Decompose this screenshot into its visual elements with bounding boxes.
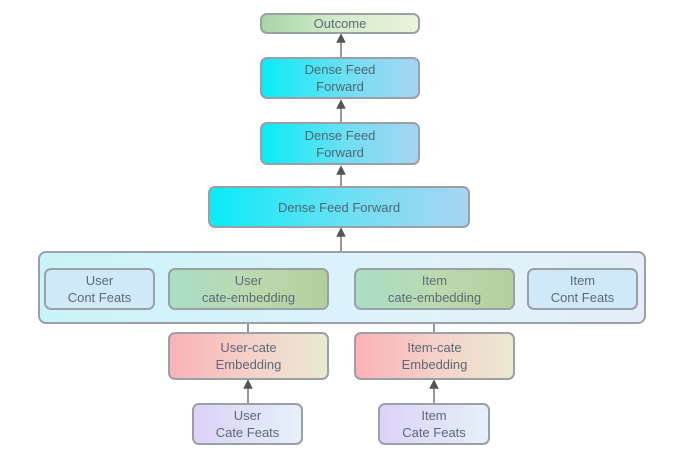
dense-feed-forward-wide-label: Dense Feed Forward [277,199,401,215]
outcome-node: Outcome [260,13,420,34]
item-cont-feats-label: Item Cont Feats [550,273,615,305]
outcome-label: Outcome [313,16,367,31]
user-cate-embedding-node: User cate-embedding [168,268,329,310]
item-cont-feats-node: Item Cont Feats [527,268,638,310]
user-cate-embedding-label: User cate-embedding [201,273,296,305]
dense-feed-forward-middle-node: Dense Feed Forward [260,122,420,165]
user-cate-feats-label: User Cate Feats [215,408,280,440]
dense-feed-forward-top-label: Dense Feed Forward [304,62,376,94]
dense-feed-forward-wide-node: Dense Feed Forward [208,186,470,228]
item-cate-feats-node: Item Cate Feats [378,403,490,445]
user-cate-embedding-layer-node: User-cate Embedding [168,332,329,380]
item-cate-embedding-layer-label: Item-cate Embedding [401,340,468,372]
dense-feed-forward-top-node: Dense Feed Forward [260,57,420,99]
user-cont-feats-label: User Cont Feats [67,273,132,305]
item-cate-embedding-node: Item cate-embedding [354,268,515,310]
item-cate-embedding-label: Item cate-embedding [387,273,482,305]
dense-feed-forward-middle-label: Dense Feed Forward [304,127,376,160]
user-cate-feats-node: User Cate Feats [192,403,303,445]
item-cate-embedding-layer-node: Item-cate Embedding [354,332,515,380]
item-cate-feats-label: Item Cate Feats [402,408,466,440]
user-cont-feats-node: User Cont Feats [44,268,155,310]
user-cate-embedding-layer-label: User-cate Embedding [215,340,282,372]
